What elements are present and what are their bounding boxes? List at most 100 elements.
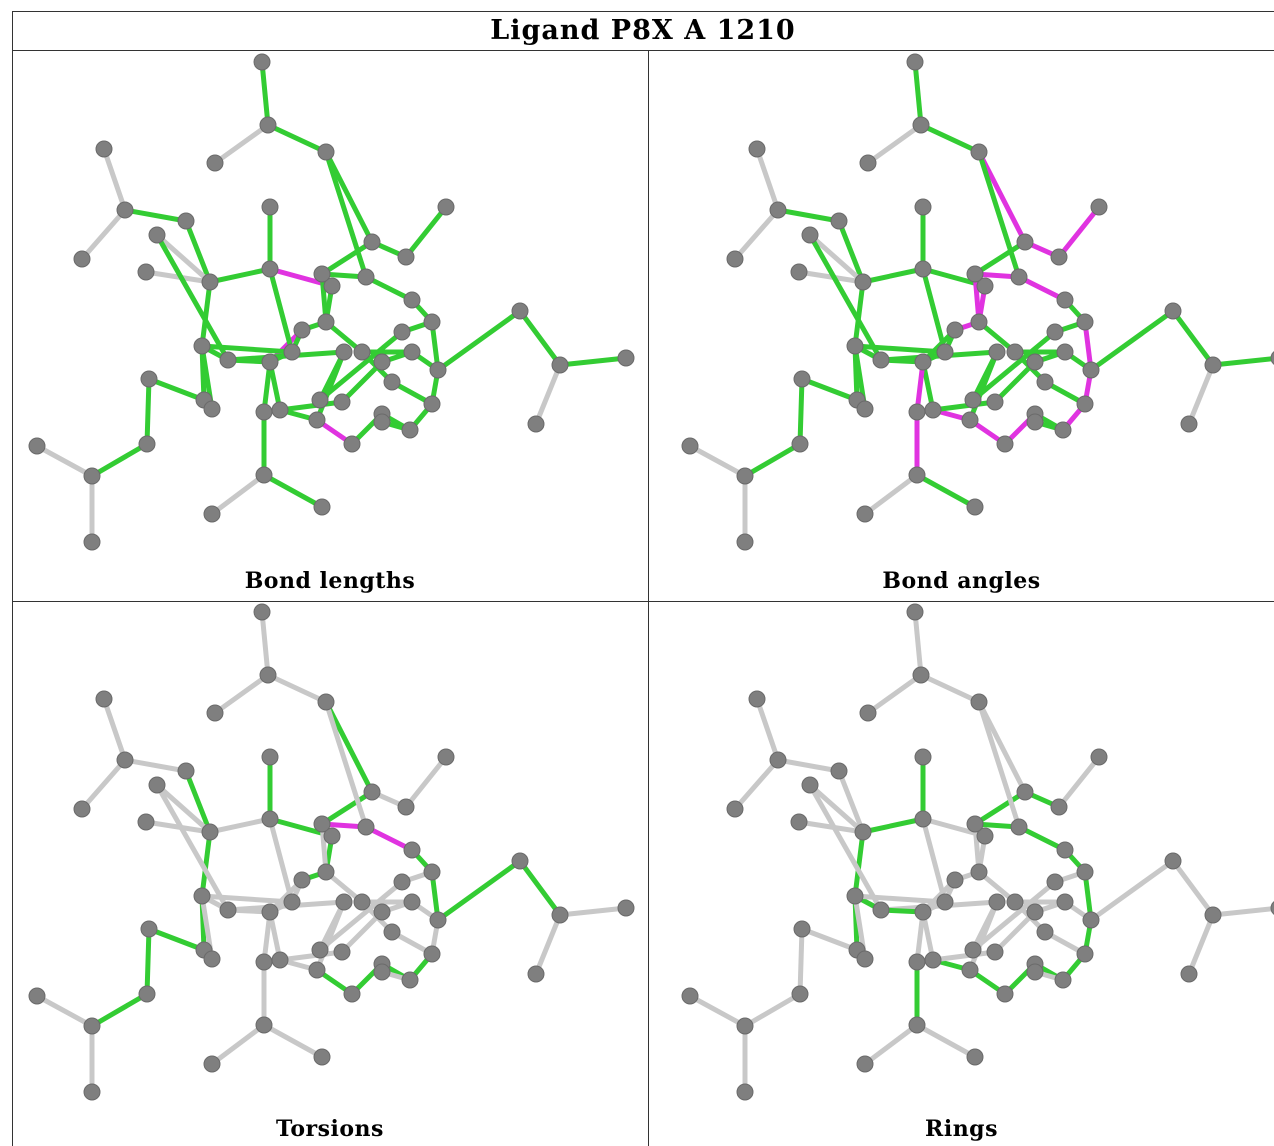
atom	[1050, 798, 1068, 816]
bond	[918, 672, 982, 705]
atom	[1076, 313, 1094, 331]
bond	[183, 768, 213, 835]
atom	[986, 393, 1004, 411]
bond	[852, 279, 866, 349]
bond	[435, 308, 523, 373]
grid-divider-horizontal	[12, 601, 1274, 602]
bond	[1186, 912, 1216, 977]
atom	[1056, 343, 1074, 361]
bond	[212, 672, 271, 716]
atom	[791, 985, 809, 1003]
atom	[736, 1017, 754, 1035]
atom	[95, 140, 113, 158]
atom	[854, 823, 872, 841]
atom	[924, 401, 942, 419]
bond	[89, 991, 150, 1029]
bond	[742, 441, 803, 479]
atom	[383, 373, 401, 391]
grid-divider-vertical	[648, 51, 649, 1146]
atom	[293, 321, 311, 339]
bond	[930, 949, 998, 963]
atom	[437, 198, 455, 216]
atom	[793, 370, 811, 388]
bond	[199, 279, 213, 349]
atom	[872, 351, 890, 369]
atom	[353, 343, 371, 361]
atom	[1090, 198, 1108, 216]
atom	[936, 893, 954, 911]
atom	[1046, 873, 1064, 891]
bond	[154, 232, 231, 363]
atom	[28, 987, 46, 1005]
bond	[363, 824, 415, 853]
bond	[972, 239, 1028, 277]
figure-title: Ligand P8X A 1210	[12, 11, 1274, 51]
atom	[335, 893, 353, 911]
figure-frame	[12, 11, 1274, 1146]
atom	[961, 961, 979, 979]
bond	[323, 699, 369, 830]
atom	[323, 277, 341, 295]
atom	[736, 533, 754, 551]
atom	[271, 401, 289, 419]
atom	[403, 841, 421, 859]
atom	[791, 435, 809, 453]
atom	[964, 941, 982, 959]
atom	[317, 313, 335, 331]
bond	[1056, 204, 1102, 260]
bond	[319, 239, 375, 277]
atom	[206, 154, 224, 172]
atom	[353, 893, 371, 911]
atom	[219, 351, 237, 369]
atom	[1050, 248, 1068, 266]
atom	[383, 923, 401, 941]
atom	[343, 985, 361, 1003]
bond	[259, 609, 271, 678]
bond	[267, 816, 295, 905]
atom	[313, 1048, 331, 1066]
atom	[203, 505, 221, 523]
atom	[253, 603, 271, 621]
atom	[203, 400, 221, 418]
atom	[403, 893, 421, 911]
atom	[116, 751, 134, 769]
atom	[964, 391, 982, 409]
atom	[397, 798, 415, 816]
atom	[259, 666, 277, 684]
atom	[908, 1016, 926, 1034]
atom	[511, 852, 529, 870]
bond	[967, 899, 1000, 973]
atom	[1010, 818, 1028, 836]
atom	[872, 901, 890, 919]
atom	[28, 437, 46, 455]
bond	[775, 757, 842, 774]
atom	[335, 343, 353, 361]
bond	[435, 858, 523, 923]
bond	[207, 266, 273, 285]
atom	[736, 1083, 754, 1101]
bond	[799, 926, 860, 953]
atom	[1016, 233, 1034, 251]
bond	[732, 757, 781, 812]
atom	[1010, 268, 1028, 286]
atom	[373, 413, 391, 431]
atom	[363, 783, 381, 801]
atom	[177, 212, 195, 230]
atom	[137, 813, 155, 831]
bond	[852, 343, 948, 355]
atom	[138, 985, 156, 1003]
caption-bond-lengths: Bond lengths	[244, 568, 416, 594]
atom	[317, 693, 335, 711]
bond	[1056, 754, 1102, 810]
atom	[912, 666, 930, 684]
bond	[1210, 356, 1274, 368]
atom	[970, 863, 988, 881]
bond	[122, 207, 189, 224]
atom	[856, 950, 874, 968]
bond	[992, 359, 1038, 405]
atom	[970, 143, 988, 161]
bond	[533, 362, 563, 427]
caption-torsions: Torsions	[276, 1116, 384, 1142]
atom	[1056, 291, 1074, 309]
bond	[912, 609, 924, 678]
